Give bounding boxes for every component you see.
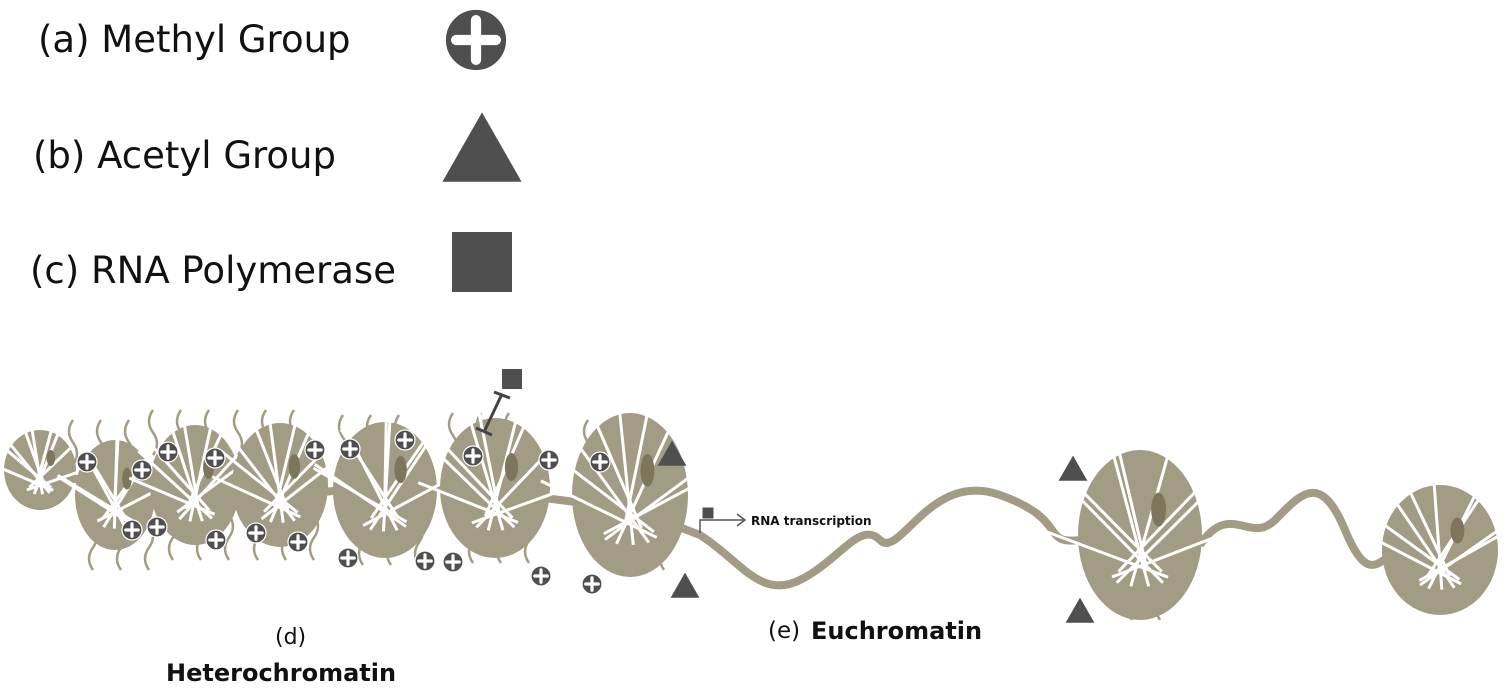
transcription-arrow [699,513,747,533]
methyl-group-icon [287,531,309,553]
dna-strand [1196,489,1402,569]
methyl-group-icon [414,550,436,572]
methyl-group-icon [131,459,153,481]
histone-tail [223,514,235,561]
legend-rna-polymerase-label: (c) RNA Polymerase [30,249,396,292]
label-rna-transcription: RNA transcription [751,514,872,528]
legend-methyl-icon [442,6,510,74]
legend-rna-polymerase-icon [452,232,512,292]
methyl-group-icon [442,551,464,573]
nucleosome [312,415,459,558]
legend-methyl-label: (a) Methyl Group [38,18,351,61]
methyl-group-icon [76,451,98,473]
acetyl-group-icon [670,572,700,598]
nucleosome [540,405,719,577]
methyl-group-icon [589,451,611,473]
label-e: (e) [768,618,801,644]
rna-polymerase-icon [502,369,522,389]
nucleosome [211,417,343,547]
methyl-group-icon [394,429,416,451]
methyl-group-icon [205,529,227,551]
methyl-group-icon [339,438,361,460]
nucleosome [1369,478,1510,615]
methyl-group-icon [304,439,326,461]
methyl-group-icon [337,547,359,569]
methyl-group-icon [530,565,552,587]
legend-acetyl-icon [442,112,522,182]
nucleosome [0,426,85,510]
label-heterochromatin: Heterochromatin [166,659,397,687]
histone-tail [67,419,79,466]
acetyl-group-icon [1058,455,1088,481]
inhibition-arrow [475,390,511,437]
methyl-group-icon [538,449,560,471]
label-euchromatin: Euchromatin [811,617,983,645]
methyl-group-icon [245,522,267,544]
methyl-group-icon [462,445,484,467]
methyl-group-icon [121,519,143,541]
methyl-group-icon [204,447,226,469]
methyl-group-icon [146,516,168,538]
legend-acetyl-label: (b) Acetyl Group [33,134,336,177]
methyl-group-icon [581,573,603,595]
label-d: (d) [275,625,307,650]
methyl-group-icon [157,441,179,463]
acetyl-group-icon [1065,597,1095,623]
rna-polymerase-icon [702,507,714,519]
nucleosome [1046,443,1234,620]
acetyl-group-icon [657,440,687,466]
